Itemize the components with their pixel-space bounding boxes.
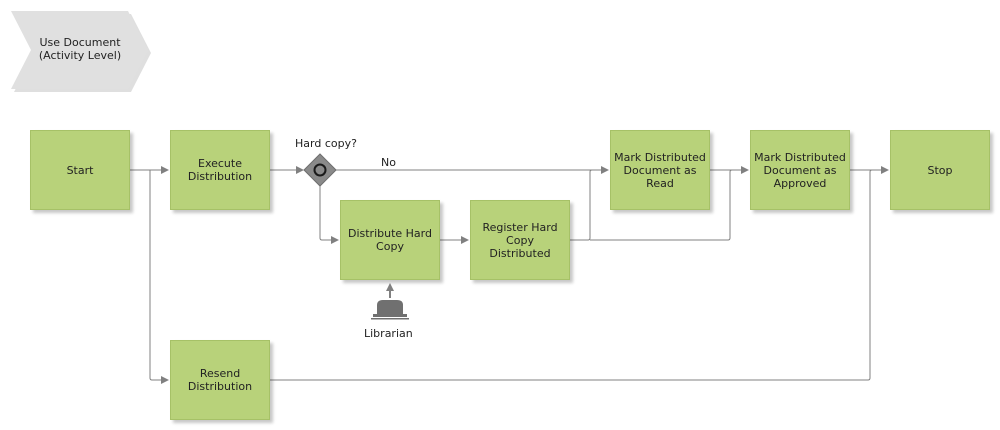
gateway-question-label: Hard copy? <box>295 137 357 150</box>
connector-register-to-mark-read <box>570 169 593 241</box>
librarian-label: Librarian <box>364 327 413 340</box>
title-chevron <box>11 11 151 92</box>
register-hard-copy-task[interactable]: Register Hard Copy Distributed <box>470 200 570 280</box>
connector-gateway-to-distribute <box>319 185 339 244</box>
mark-approved-task[interactable]: Mark Distributed Document as Approved <box>750 130 850 210</box>
connector-resend-to-stop <box>270 169 873 381</box>
diagram-title: Use Document (Activity Level) <box>20 36 140 62</box>
start-node[interactable]: Start <box>30 130 130 210</box>
stop-node[interactable]: Stop <box>890 130 990 210</box>
connector-start-to-resend <box>149 170 169 384</box>
librarian-role-icon <box>371 300 409 320</box>
gateway-no-label: No <box>381 156 396 169</box>
resend-distribution-task[interactable]: Resend Distribution <box>170 340 270 420</box>
mark-read-task[interactable]: Mark Distributed Document as Read <box>610 130 710 210</box>
execute-distribution-task[interactable]: Execute Distribution <box>170 130 270 210</box>
distribute-hard-copy-task[interactable]: Distribute Hard Copy <box>340 200 440 280</box>
title-line-1: Use Document <box>39 36 121 49</box>
gateway-diamond[interactable] <box>303 153 337 187</box>
title-line-2: (Activity Level) <box>38 49 122 62</box>
